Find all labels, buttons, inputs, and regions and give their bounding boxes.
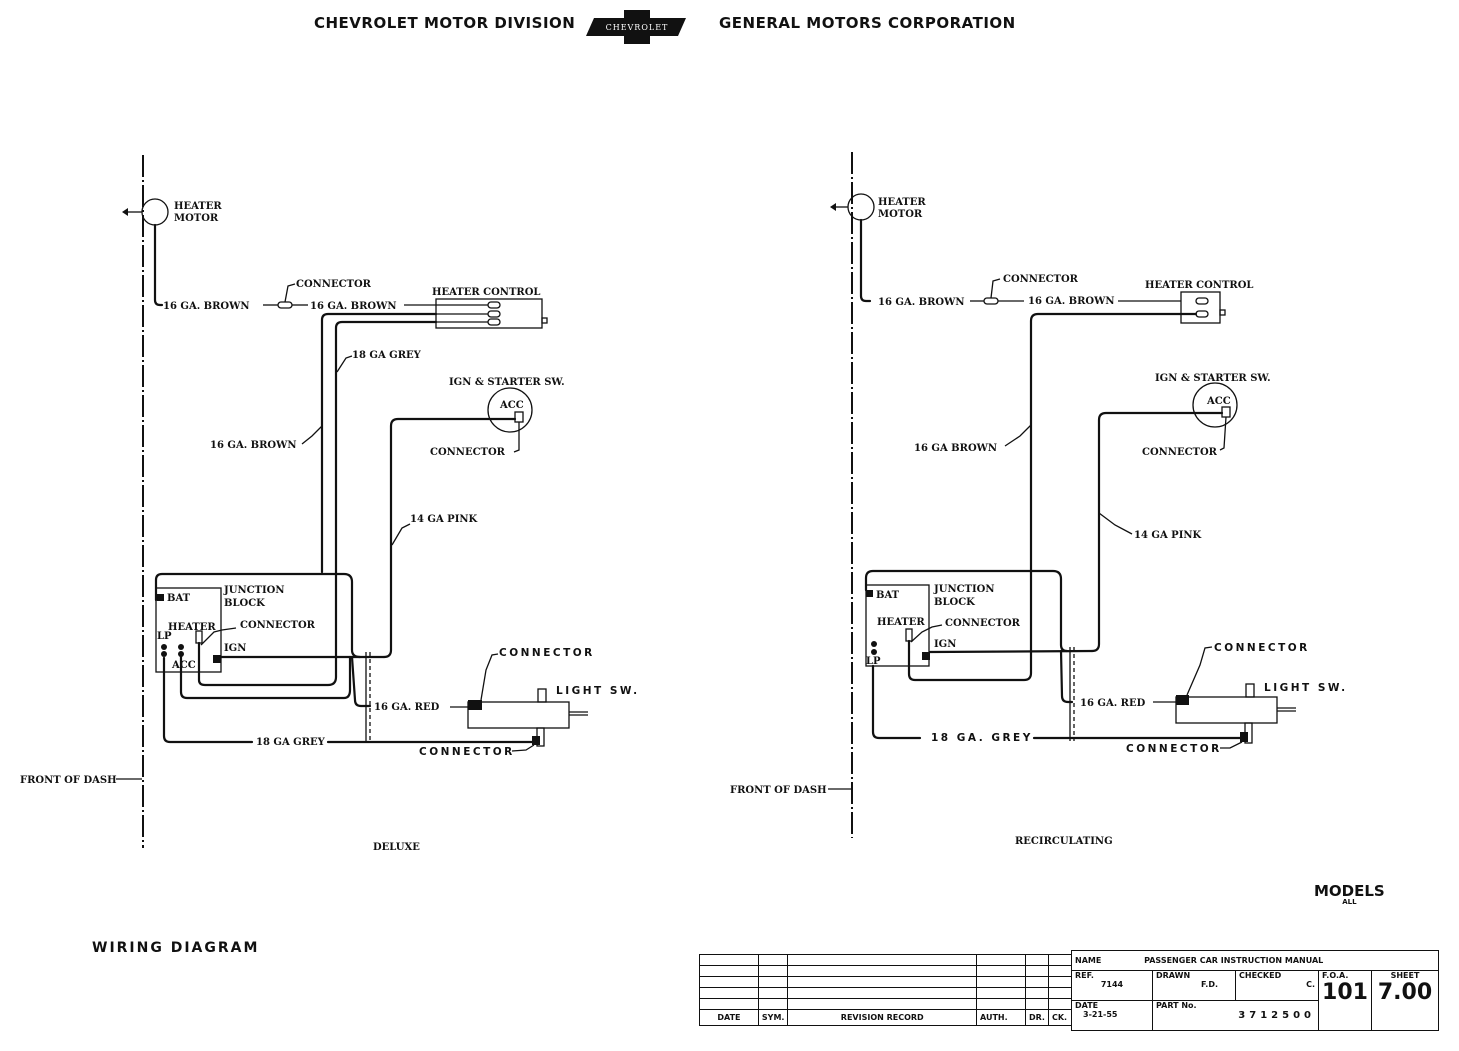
date-value: 3-21-55 — [1083, 1010, 1118, 1019]
lp-label: LP — [157, 631, 172, 642]
arrow-icon — [122, 208, 128, 216]
sheet-value: 7.00 — [1377, 980, 1433, 1005]
connector-icon — [1176, 695, 1189, 705]
connector-icon — [468, 700, 482, 710]
wire-label: 18 GA GREY — [256, 737, 326, 748]
wire-label: 16 GA. BROWN — [1028, 296, 1115, 307]
connector-label: CONNECTOR — [296, 279, 372, 290]
front-of-dash-label: FRONT OF DASH — [730, 785, 827, 796]
part-value: 3712500 — [1238, 1010, 1315, 1021]
junction-block-label: JUNCTION — [933, 584, 995, 595]
light-switch-icon — [1175, 696, 1278, 724]
heater-motor-label: MOTOR — [878, 209, 923, 220]
revision-header-record: REVISION RECORD — [787, 1009, 978, 1026]
light-switch-icon — [467, 701, 570, 729]
ref-value: 7144 — [1100, 980, 1124, 989]
models-value: ALL — [1342, 898, 1357, 906]
diagram-deluxe: HEATER MOTOR 16 GA. BROWN CONNECTOR 16 G… — [20, 155, 640, 853]
sheet-label: SHEET — [1390, 971, 1420, 980]
wire-label: 14 GA PINK — [410, 514, 478, 525]
light-switch-label: LIGHT SW. — [1264, 682, 1348, 694]
arrow-icon — [830, 203, 836, 211]
front-of-dash-label: FRONT OF DASH — [20, 775, 117, 786]
revision-header-sym: SYM. — [757, 1009, 789, 1026]
revision-table: DATE SYM. REVISION RECORD AUTH. DR. CK. — [699, 954, 1073, 1026]
wire-label: 16 GA BROWN — [914, 443, 997, 454]
wire-label: 18 GA. GREY — [931, 732, 1033, 744]
part-label: PART No. — [1156, 1001, 1197, 1010]
connector-label: CONNECTOR — [945, 618, 1021, 629]
lp-label: LP — [866, 656, 881, 667]
wire-label: 16 GA. BROWN — [210, 440, 297, 451]
diagram-caption: RECIRCULATING — [1015, 836, 1113, 847]
light-switch-label: LIGHT SW. — [556, 685, 640, 697]
bat-label: BAT — [876, 590, 900, 601]
drawn-value: F.D. — [1200, 980, 1218, 989]
title-block: NAME PASSENGER CAR INSTRUCTION MANUAL RE… — [1071, 950, 1440, 1031]
name-value: PASSENGER CAR INSTRUCTION MANUAL — [1144, 956, 1324, 965]
ign-switch-icon — [1192, 382, 1238, 428]
connector-label: CONNECTOR — [430, 447, 506, 458]
connector-label: CONNECTOR — [240, 620, 316, 631]
date-label: DATE — [1075, 1001, 1099, 1010]
ref-label: REF. — [1075, 971, 1094, 980]
name-label: NAME — [1075, 956, 1102, 965]
connector-label: CONNECTOR — [1142, 447, 1218, 458]
wire-label: 16 GA. BROWN — [163, 301, 250, 312]
drawing-title: WIRING DIAGRAM — [92, 940, 260, 956]
connector-icon — [277, 301, 293, 309]
wire-label: 14 GA PINK — [1134, 530, 1202, 541]
connector-label: CONNECTOR — [499, 647, 595, 659]
heater-control-icon — [1180, 291, 1221, 324]
diagram-caption: DELUXE — [373, 842, 420, 853]
header-corporation: GENERAL MOTORS CORPORATION — [719, 14, 1016, 32]
heater-label: HEATER — [168, 622, 216, 633]
foa-label: F.O.A. — [1322, 971, 1349, 980]
wire-label: 18 GA GREY — [352, 350, 422, 361]
drawn-label: DRAWN — [1156, 971, 1191, 980]
ign-label: IGN — [934, 639, 956, 650]
acc-label: ACC — [171, 660, 196, 671]
wire-label: 16 GA. BROWN — [310, 301, 397, 312]
junction-block-label: JUNCTION — [223, 585, 285, 596]
logo-text: CHEVROLET — [606, 23, 669, 32]
connector-label: CONNECTOR — [1126, 743, 1222, 755]
heater-label: HEATER — [877, 617, 925, 628]
ign-switch-icon — [487, 387, 533, 433]
wire-label: 16 GA. BROWN — [878, 297, 965, 308]
chevrolet-bowtie-logo: CHEVROLET — [586, 10, 686, 44]
header-division: CHEVROLET MOTOR DIVISION — [314, 14, 576, 32]
foa-value: 101 — [1322, 980, 1368, 1005]
heater-motor-icon — [141, 198, 169, 226]
ign-switch-label: IGN & STARTER SW. — [449, 377, 565, 388]
models-block: MODELS ALL — [1314, 882, 1385, 906]
wire-label: 16 GA. RED — [374, 702, 440, 713]
checked-label: CHECKED — [1239, 971, 1282, 980]
heater-motor-label: MOTOR — [174, 213, 219, 224]
ign-switch-label: IGN & STARTER SW. — [1155, 373, 1271, 384]
heater-control-label: HEATER CONTROL — [432, 287, 540, 298]
revision-header-auth: AUTH. — [976, 1009, 1026, 1026]
models-label: MODELS — [1314, 882, 1385, 900]
acc-label: ACC — [1206, 396, 1231, 407]
heater-control-label: HEATER CONTROL — [1145, 280, 1253, 291]
heater-motor-label: HEATER — [174, 201, 222, 212]
junction-block-icon — [865, 584, 930, 667]
revision-header-ck: CK. — [1047, 1009, 1073, 1026]
checked-value: C. — [1306, 980, 1315, 989]
bat-label: BAT — [167, 593, 191, 604]
connector-label: CONNECTOR — [419, 746, 515, 758]
revision-header-date: DATE — [699, 1009, 759, 1026]
acc-label: ACC — [499, 400, 524, 411]
connector-icon — [983, 297, 999, 305]
wire-label: 16 GA. RED — [1080, 698, 1146, 709]
revision-header-dr: DR. — [1024, 1009, 1049, 1026]
connector-label: CONNECTOR — [1214, 642, 1310, 654]
heater-motor-label: HEATER — [878, 197, 926, 208]
junction-block-label: BLOCK — [934, 597, 975, 608]
ign-label: IGN — [224, 643, 246, 654]
connector-label: CONNECTOR — [1003, 274, 1079, 285]
junction-block-label: BLOCK — [224, 598, 265, 609]
diagram-recirculating: HEATER MOTOR 16 GA. BROWN CONNECTOR 16 G… — [730, 152, 1348, 847]
